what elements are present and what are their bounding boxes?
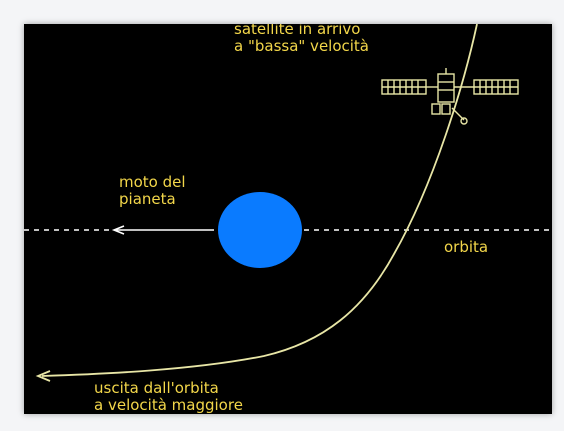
planet-motion-label: moto del pianeta xyxy=(119,174,186,208)
planet-motion-label-line2: pianeta xyxy=(119,190,176,208)
exit-label: uscita dall'orbita a velocità maggiore xyxy=(94,380,243,414)
planet-motion-arrowhead xyxy=(111,225,125,235)
satellite-trajectory xyxy=(41,24,478,377)
exit-label-line1: uscita dall'orbita xyxy=(94,379,219,397)
diagram-panel: satellite in arrivo a "bassa" velocità m… xyxy=(24,24,552,414)
satellite-icon xyxy=(381,68,519,125)
planet-motion-label-line1: moto del xyxy=(119,173,186,191)
arriving-label-line1: satellite in arrivo xyxy=(234,24,361,38)
planet xyxy=(218,192,302,268)
arriving-label: satellite in arrivo a "bassa" velocità xyxy=(234,24,369,55)
diagram-graphics xyxy=(24,24,552,382)
orbit-label: orbita xyxy=(444,238,489,256)
trajectory-exit-arrowhead xyxy=(35,370,51,382)
exit-label-line2: a velocità maggiore xyxy=(94,396,243,414)
arriving-label-line2: a "bassa" velocità xyxy=(234,37,369,55)
